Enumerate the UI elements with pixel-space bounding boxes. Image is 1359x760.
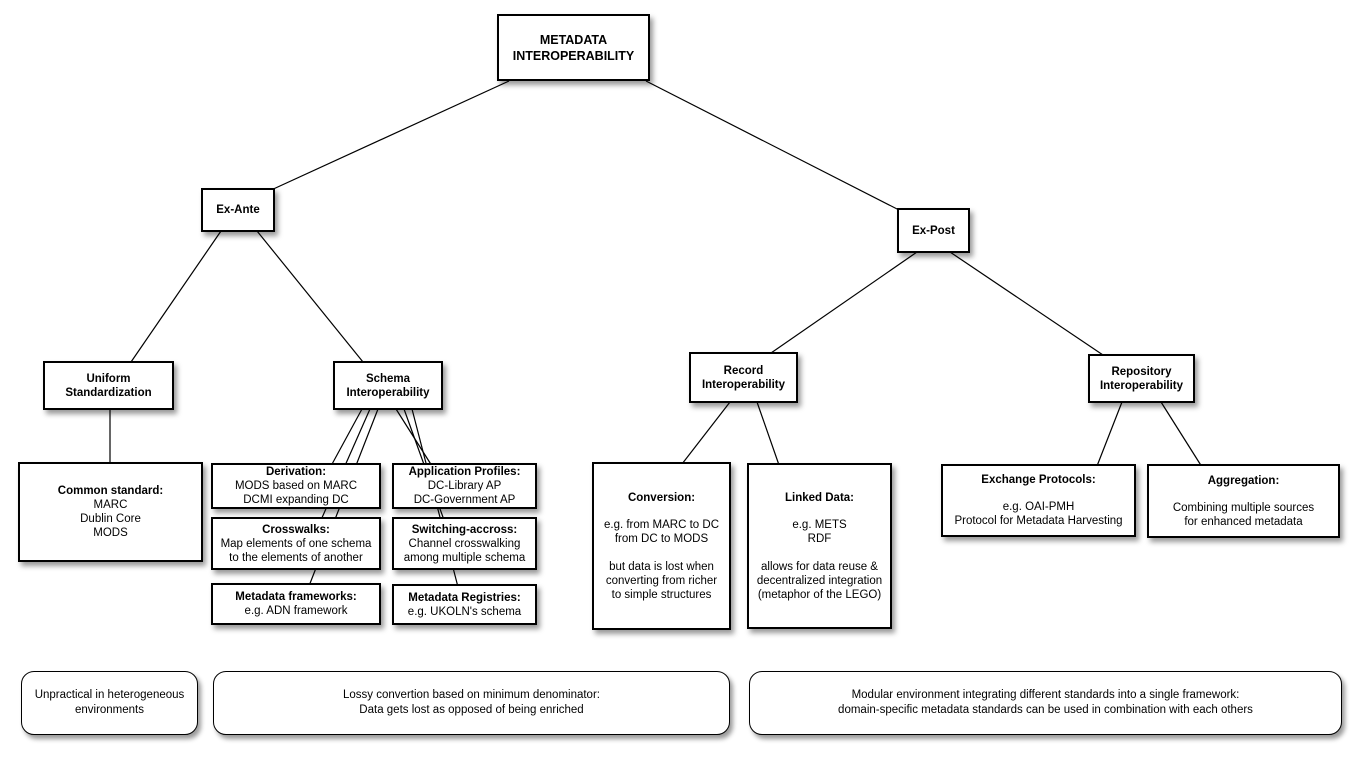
node-common-standard: Common standard: MARC Dublin Core MODS [18,462,203,562]
node-derivation-body: MODS based on MARC DCMI expanding DC [234,480,358,506]
node-uniform-standardization-label: Uniform Standardization [65,372,152,399]
node-exchange-protocols-title: Exchange Protocols: [981,474,1096,486]
node-conversion: Conversion: e.g. from MARC to DC from DC… [592,462,731,630]
note-ex-ante-text: Unpractical in heterogeneous environment… [34,689,185,716]
node-ex-ante-label: Ex-Ante [216,204,260,216]
node-record-interoperability: Record Interoperability [689,352,798,403]
node-aggregation-title: Aggregation: [1207,474,1280,487]
node-aggregation-body: Combining multiple sources for enhanced … [1172,501,1315,528]
node-switching-accross: Switching-accross: Channel crosswalking … [392,517,537,570]
node-ex-post: Ex-Post [897,208,970,253]
node-metadata-frameworks: Metadata frameworks: e.g. ADN framework [211,583,381,625]
node-metadata-registries-title: Metadata Registries: [408,591,521,604]
node-linked-data: Linked Data: e.g. METS RDF allows for da… [747,463,892,629]
note-ex-post: Modular environment integrating differen… [749,671,1342,735]
node-metadata-registries: Metadata Registries: e.g. UKOLN's schema [392,584,537,625]
node-linked-data-body: e.g. METS RDF allows for data reuse & de… [756,518,883,601]
node-uniform-standardization: Uniform Standardization [43,361,174,410]
node-application-profiles-title: Application Profiles: [408,466,521,478]
note-schema-text: Lossy convertion based on minimum denomi… [343,689,600,716]
node-application-profiles: Application Profiles: DC-Library AP DC-G… [392,463,537,509]
note-schema: Lossy convertion based on minimum denomi… [213,671,730,735]
node-repository-interoperability-label: Repository Interoperability [1099,365,1184,392]
node-record-interoperability-label: Record Interoperability [701,364,786,391]
node-derivation: Derivation: MODS based on MARC DCMI expa… [211,463,381,509]
node-ex-post-label: Ex-Post [912,224,955,237]
node-metadata-frameworks-title: Metadata frameworks: [235,591,357,603]
node-crosswalks-body: Map elements of one schema to the elemen… [220,537,372,564]
note-ex-ante: Unpractical in heterogeneous environment… [21,671,198,735]
node-linked-data-title: Linked Data: [784,491,854,504]
node-common-standard-title: Common standard: [57,485,164,497]
node-metadata-interoperability-label: METADATA INTEROPERABILITY [512,32,635,63]
node-metadata-frameworks-body: e.g. ADN framework [244,605,348,617]
node-metadata-registries-body: e.g. UKOLN's schema [407,605,522,618]
node-crosswalks: Crosswalks: Map elements of one schema t… [211,517,381,570]
node-exchange-protocols-body: e.g. OAI-PMH Protocol for Metadata Harve… [954,501,1123,527]
node-schema-interoperability-label: Schema Interoperability [346,372,430,399]
node-application-profiles-body: DC-Library AP DC-Government AP [413,480,516,506]
node-conversion-body: e.g. from MARC to DC from DC to MODS but… [603,518,720,601]
node-crosswalks-title: Crosswalks: [262,523,330,536]
node-derivation-title: Derivation: [265,466,327,478]
node-repository-interoperability: Repository Interoperability [1088,354,1195,403]
node-schema-interoperability: Schema Interoperability [333,361,443,410]
node-common-standard-body: MARC Dublin Core MODS [80,499,141,539]
node-aggregation: Aggregation: Combining multiple sources … [1147,464,1340,538]
node-exchange-protocols: Exchange Protocols: e.g. OAI-PMH Protoco… [941,464,1136,537]
node-switching-accross-body: Channel crosswalking among multiple sche… [403,537,526,564]
node-switching-accross-title: Switching-accross: [411,523,518,536]
node-ex-ante: Ex-Ante [201,188,275,232]
node-conversion-title: Conversion: [627,491,696,504]
note-ex-post-text: Modular environment integrating differen… [838,689,1253,716]
node-metadata-interoperability: METADATA INTEROPERABILITY [497,14,650,81]
